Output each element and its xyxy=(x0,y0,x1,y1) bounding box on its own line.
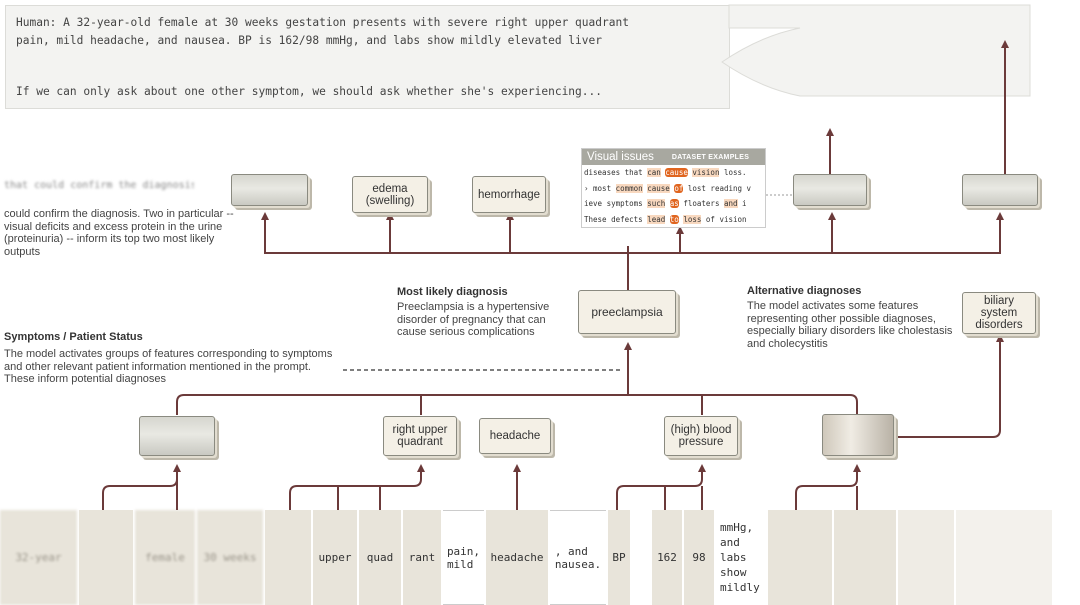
confirm-blurred-text: that could confirm the diagnosis xyxy=(4,180,194,191)
dataset-example-token: as xyxy=(669,199,679,208)
dataset-example-token: cause xyxy=(647,183,670,193)
visual-issues-card: Visual issues DATASET EXAMPLES diseases … xyxy=(581,148,766,228)
dataset-example-token: such xyxy=(647,199,666,208)
symptoms-description: The model activates groups of features c… xyxy=(4,348,333,386)
node-high-blood-pressure: (high) blood pressure xyxy=(664,416,738,456)
node-preeclampsia: preeclampsia xyxy=(578,290,676,334)
node-blurred-2 xyxy=(793,174,867,206)
dataset-example-token: › most xyxy=(584,183,616,193)
dataset-example-token: and xyxy=(723,199,738,208)
token-98: 98 xyxy=(684,510,714,605)
most-likely-heading: Most likely diagnosis xyxy=(397,286,508,298)
node-blurred-symptom-2 xyxy=(822,414,894,456)
link-top-bus xyxy=(264,246,1001,254)
prompt-line-1: Human: A 32-year-old female at 30 weeks … xyxy=(16,16,629,29)
token-blurred-3: female xyxy=(135,510,195,605)
node-blurred-symptom xyxy=(139,416,215,456)
visual-issues-subtitle: DATASET EXAMPLES xyxy=(671,153,750,161)
alternative-heading: Alternative diagnoses xyxy=(747,285,862,297)
symptoms-heading: Symptoms / Patient Status xyxy=(4,331,143,343)
dataset-example-row: These defects lead to loss of vision xyxy=(582,212,765,228)
link-token-upper xyxy=(289,464,425,510)
token-blurred-9 xyxy=(956,510,1052,605)
token-and-nausea: , and nausea. xyxy=(550,510,606,605)
dataset-example-token: loss xyxy=(683,214,702,224)
token-strip: 32-year female 30 weeks upper quad rant … xyxy=(0,510,1080,605)
dataset-example-token: common xyxy=(615,183,643,193)
token-pain-mild: pain, mild xyxy=(443,510,484,605)
confirm-description: could confirm the diagnosis. Two in part… xyxy=(4,208,234,258)
dataset-example-token: vision xyxy=(692,168,720,177)
token-blurred-6 xyxy=(768,510,832,605)
node-right-upper-quadrant: right upper quadrant xyxy=(383,416,457,456)
dataset-example-row: › most common cause of lost reading v xyxy=(582,181,765,197)
token-upper: upper xyxy=(313,510,357,605)
visual-issues-header: Visual issues DATASET EXAMPLES xyxy=(582,149,765,165)
token-gap xyxy=(632,510,652,605)
token-headache: headache xyxy=(486,510,548,605)
link-bus-symptoms xyxy=(176,394,858,415)
node-hemorrhage: hemorrhage xyxy=(472,176,546,213)
node-blurred-3 xyxy=(962,174,1038,206)
node-blurred-1 xyxy=(231,174,308,206)
dataset-example-token: loss. xyxy=(719,168,747,177)
visual-issues-title: Visual issues xyxy=(587,151,654,163)
node-headache: headache xyxy=(479,418,551,454)
dataset-example-token: lead xyxy=(647,214,666,224)
node-biliary: biliary system disorders xyxy=(962,292,1036,334)
token-quad: quad xyxy=(359,510,401,605)
prompt-line-2: pain, mild headache, and nausea. BP is 1… xyxy=(16,34,602,47)
token-mmhg: mmHg, and labs show mildly xyxy=(716,510,766,605)
dataset-example-token: floaters xyxy=(678,199,724,208)
dataset-example-row: diseases that can cause vision loss. xyxy=(582,165,765,181)
token-blurred-5 xyxy=(265,510,311,605)
most-likely-description: Preeclampsia is a hypertensive disorder … xyxy=(397,301,550,339)
token-bp: BP xyxy=(608,510,630,605)
token-blurred-7 xyxy=(834,510,896,605)
token-blurred-8 xyxy=(898,510,954,605)
dataset-example-token: of xyxy=(674,183,684,193)
link-token-bp xyxy=(616,464,706,510)
dataset-example-token: can xyxy=(647,168,661,177)
dataset-example-token: i xyxy=(737,199,747,208)
token-blurred-1: 32-year xyxy=(0,510,77,605)
token-162: 162 xyxy=(652,510,682,605)
prompt-line-3: If we can only ask about one other sympt… xyxy=(16,85,602,98)
token-rant: rant xyxy=(403,510,441,605)
dataset-example-token: to xyxy=(669,214,679,224)
visual-issues-examples: diseases that can cause vision loss.› mo… xyxy=(582,165,765,227)
node-edema: edema (swelling) xyxy=(352,176,428,213)
dataset-example-token: lost reading v xyxy=(683,183,752,193)
token-blurred-4: 30 weeks xyxy=(197,510,263,605)
dataset-example-token: of vision xyxy=(701,214,747,224)
link-token-mmhg xyxy=(795,464,861,510)
dataset-example-row: ieve symptoms such as floaters and i xyxy=(582,196,765,212)
prompt-box: Human: A 32-year-old female at 30 weeks … xyxy=(5,5,730,109)
token-blurred-2 xyxy=(79,510,133,605)
dataset-example-token: ieve symptoms xyxy=(584,199,648,208)
dataset-example-token: diseases that xyxy=(584,168,648,177)
alternative-description: The model activates some features repres… xyxy=(747,300,953,350)
link-alt xyxy=(857,334,1004,438)
dataset-example-token: cause xyxy=(665,168,688,177)
link-token-blur xyxy=(102,464,181,510)
dataset-example-token: These defects xyxy=(584,214,648,224)
